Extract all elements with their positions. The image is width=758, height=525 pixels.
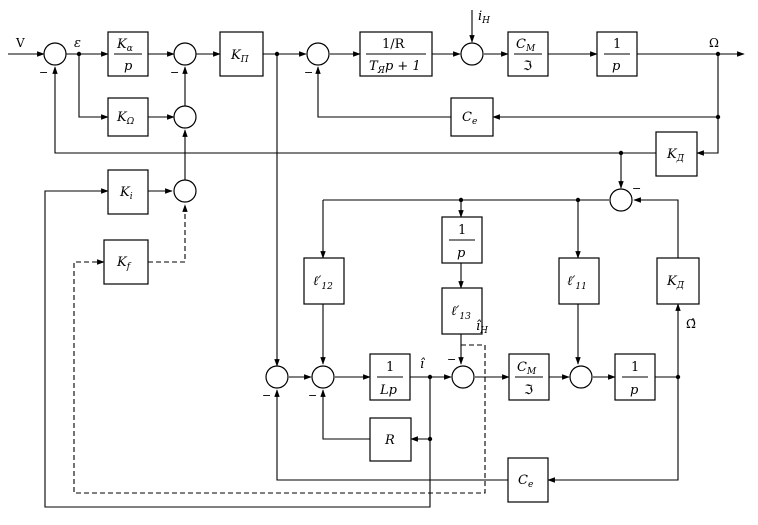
block-ce-top: Ce [450,97,494,137]
block-r-observer: R [369,417,412,462]
sum-s2 [173,42,197,66]
disturbance-estimate-label: îН [476,319,488,336]
sum-sb [311,365,335,389]
svg-text:1: 1 [386,360,394,375]
svg-text:ℓ′11: ℓ′11 [567,274,587,292]
current-estimate-label: î [420,357,426,372]
svg-text:−: − [308,389,317,402]
block-l12: ℓ′12 [303,257,345,305]
sum-sc [451,365,475,389]
svg-text:KД: KД [666,274,685,291]
svg-text:p: p [457,246,466,261]
error-label: ε [74,36,81,51]
svg-text:ℓ′13: ℓ′13 [451,304,471,322]
block-cm-top: CM ℑ [507,31,549,77]
block-integrator-observer: 1 p [614,353,656,401]
minus-signs: − − − − − − − [39,66,641,402]
block-k-i: Ki [107,169,149,215]
block-k-f: Kf [103,239,149,285]
svg-text:Kα: Kα [116,37,133,54]
svg-text:1: 1 [458,223,466,238]
block-integrator-mid: 1 p [441,216,483,264]
svg-text:ℑ: ℑ [523,59,532,74]
sum-s6 [460,42,484,66]
svg-text:Kf: Kf [116,255,132,272]
svg-text:−: − [39,66,48,79]
block-k-p: KП [219,31,264,77]
sum-s1 [43,42,67,66]
svg-text:ℑ: ℑ [524,383,533,398]
block-armature: 1/R TЯp + 1 [359,31,433,77]
speed-estimate-label: Ω̂ [686,317,696,331]
sum-s3 [173,105,197,129]
input-label: V [15,36,25,50]
svg-text:1: 1 [613,37,621,52]
signal-lines [8,10,745,508]
svg-text:1: 1 [631,360,639,375]
sum-s5 [306,42,330,66]
svg-text:p: p [612,59,621,74]
svg-text:TЯp + 1: TЯp + 1 [369,59,421,76]
disturbance-label: iН [478,9,490,26]
svg-text:Ki: Ki [119,185,133,202]
svg-text:p: p [630,383,639,398]
svg-text:Lp: Lp [379,383,398,398]
summing-junctions [43,42,633,389]
block-k-omega: KΩ [107,97,149,137]
svg-text:ℓ′12: ℓ′12 [313,274,333,292]
block-cm-observer: CM ℑ [508,353,550,401]
svg-text:CM: CM [517,360,537,377]
output-label: Ω [709,36,719,50]
svg-text:1/R: 1/R [382,37,406,52]
svg-text:−: − [632,182,641,195]
svg-text:−: − [304,66,313,79]
svg-text:KД: KД [666,147,685,164]
svg-text:Ce: Ce [518,473,533,490]
block-l13: ℓ′13 [441,287,483,335]
sum-compare [609,188,633,212]
svg-text:−: − [262,389,271,402]
svg-text:−: − [170,66,179,79]
svg-text:R: R [384,433,395,448]
block-inv-lp: 1 Lp [369,353,411,401]
signal-labels: V ε iН Ω î îН Ω̂ [15,9,719,372]
svg-text:−: − [447,353,456,366]
block-l11: ℓ′11 [558,257,600,305]
sum-sa [265,365,289,389]
block-kd-observer: KД [656,257,700,305]
block-ce-observer: Ce [507,457,549,503]
sum-sd [569,365,593,389]
svg-text:p: p [124,59,133,74]
svg-text:CM: CM [516,37,536,54]
block-kd-top: KД [655,131,698,177]
junction-dots [76,51,721,442]
block-k-alpha: Kα p [107,31,149,77]
svg-text:KΩ: KΩ [116,110,135,127]
svg-text:KП: KП [230,48,249,65]
svg-text:Ce: Ce [462,110,477,127]
block-integrator-top: 1 p [596,31,638,77]
sum-s4 [173,179,197,203]
